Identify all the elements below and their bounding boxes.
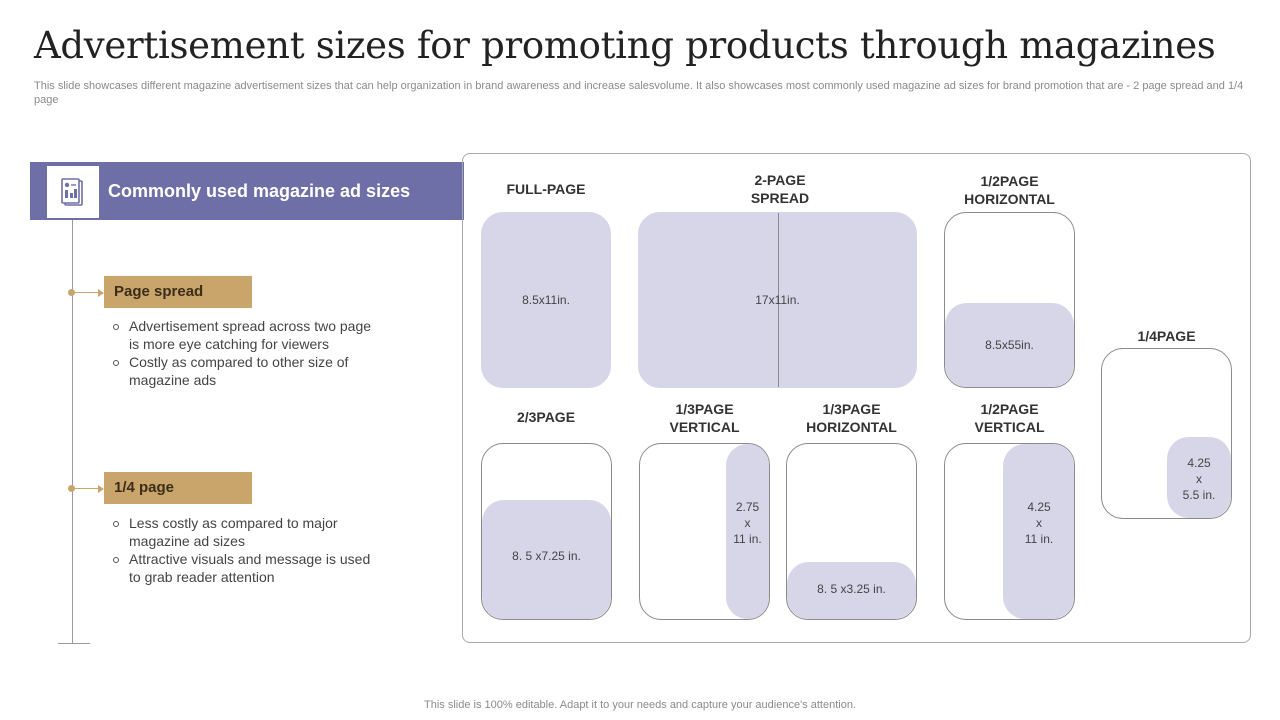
size-dimension: 4.25 x 5.5 in. [1182, 456, 1216, 502]
size-label-quarter: 1/4PAGE [1137, 328, 1196, 344]
ad-area-fill [787, 562, 916, 619]
sidebar-header-title: Commonly used magazine ad sizes [108, 181, 411, 201]
size-label-two-thirds: 2/3PAGE [516, 409, 576, 425]
bullet-item: Advertisement spread across two page is … [110, 317, 380, 353]
size-label-half-horizontal: 1/2PAGE HORIZONTAL [964, 173, 1055, 207]
ad-area-fill [1167, 437, 1231, 518]
size-label-third-vertical: 1/3PAGE VERTICAL [669, 401, 740, 435]
size-dimension: 8.5x55in. [985, 338, 1034, 352]
ad-area-fill [945, 303, 1074, 387]
bullet-item: Attractive visuals and message is used t… [110, 550, 380, 586]
size-label-third-horizontal: 1/3PAGE HORIZONTAL [806, 401, 897, 435]
timeline-foot [58, 643, 90, 644]
section-bullets: Advertisement spread across two page is … [110, 317, 380, 389]
bullet-item: Less costly as compared to major magazin… [110, 514, 380, 550]
section-tag-page-spread: Page spread [104, 276, 252, 308]
ad-area-fill [482, 500, 611, 619]
size-dimension: 4.25 x 11 in. [1024, 500, 1054, 546]
size-label-two-page-spread: 2-PAGE SPREAD [750, 172, 810, 206]
ad-sizes-panel [462, 153, 1251, 643]
size-dimension: 8. 5 x7.25 in. [512, 549, 581, 563]
size-dimension: 17x11in. [755, 293, 800, 307]
section-tag-quarter-page: 1/4 page [104, 472, 252, 504]
report-icon [61, 178, 83, 206]
bullet-item: Costly as compared to other size of maga… [110, 353, 380, 389]
ad-box-quarter: 4.25 x 5.5 in. [1101, 348, 1232, 519]
arrow-right-icon [98, 289, 104, 297]
timeline-dot [68, 289, 75, 296]
size-dimension: 8. 5 x3.25 in. [817, 582, 886, 596]
ad-box-two-thirds: 8. 5 x7.25 in. [481, 443, 612, 620]
timeline-connector [75, 292, 99, 293]
size-label-half-vertical: 1/2PAGE VERTICAL [974, 401, 1045, 435]
size-dimension: 2.75 x 11 in. [733, 500, 762, 546]
size-label-full-page: FULL-PAGE [506, 181, 586, 197]
ad-area-fill [726, 444, 769, 619]
timeline-line [72, 220, 73, 643]
footer-note: This slide is 100% editable. Adapt it to… [424, 699, 856, 711]
ad-box-half-horizontal: 8.5x55in. [944, 212, 1075, 388]
arrow-right-icon [98, 485, 104, 493]
size-dimension: 8.5x11in. [522, 293, 570, 307]
page-subtitle: This slide showcases different magazine … [34, 80, 1244, 106]
page-title: Advertisement sizes for promoting produc… [34, 24, 1216, 67]
ad-box-half-vertical: 4.25 x 11 in. [944, 443, 1075, 620]
timeline-connector [75, 488, 99, 489]
timeline-dot [68, 485, 75, 492]
sidebar-header: Commonly used magazine ad sizes [30, 162, 464, 220]
ad-area-fill [1003, 444, 1074, 619]
ad-box-two-page-spread: 17x11in. [638, 212, 917, 388]
header-icon-box [47, 166, 99, 218]
section-bullets: Less costly as compared to major magazin… [110, 514, 380, 586]
spread-fold-line [778, 213, 779, 387]
ad-box-full-page: 8.5x11in. [481, 212, 611, 388]
ad-box-third-horizontal: 8. 5 x3.25 in. [786, 443, 917, 620]
ad-box-third-vertical: 2.75 x 11 in. [639, 443, 770, 620]
